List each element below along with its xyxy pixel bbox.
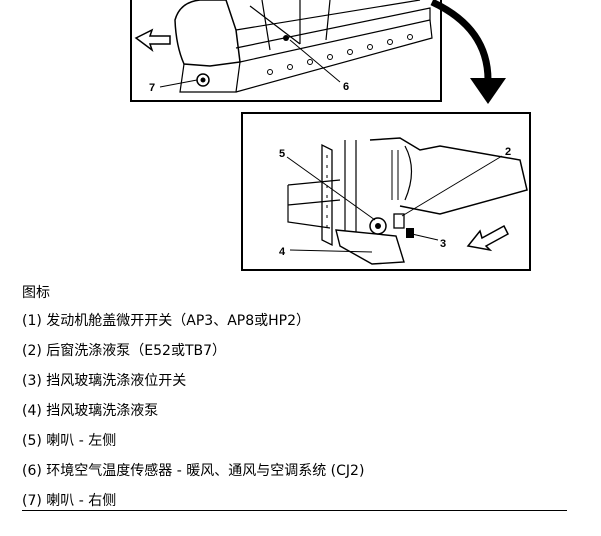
legend-item: (4) 挡风玻璃洗涤液泵 <box>22 403 159 419</box>
legend: 图标 (1) 发动机舱盖微开开关（AP3、AP8或HP2） (2) 后窗洗涤液泵… <box>22 282 582 516</box>
callout-7: 7 <box>149 82 155 94</box>
component-location-illustration: 7 6 <box>130 0 531 271</box>
upper-view-panel: 7 6 <box>130 0 442 102</box>
zoom-arrow-icon <box>430 0 506 104</box>
legend-item: (7) 喇叭 - 右侧 <box>22 493 117 509</box>
legend-title: 图标 <box>22 285 50 301</box>
forward-arrow-icon <box>134 28 171 53</box>
callout-6: 6 <box>343 81 349 93</box>
forward-arrow-icon <box>466 224 509 252</box>
callout-4: 4 <box>279 246 286 258</box>
legend-item: (3) 挡风玻璃洗涤液位开关 <box>22 373 187 389</box>
callout-3: 3 <box>440 238 446 250</box>
legend-item: (6) 环境空气温度传感器 - 暖风、通风与空调系统 (CJ2) <box>22 463 365 479</box>
legend-item: (5) 喇叭 - 左侧 <box>22 433 117 449</box>
callout-2: 2 <box>505 146 511 158</box>
callout-5: 5 <box>279 148 285 160</box>
legend-item: (1) 发动机舱盖微开开关（AP3、AP8或HP2） <box>22 313 311 329</box>
legend-item: (2) 后窗洗涤液泵（E52或TB7） <box>22 343 227 359</box>
bottom-divider <box>22 510 567 511</box>
detail-view-panel: 5 2 4 3 <box>241 112 531 271</box>
